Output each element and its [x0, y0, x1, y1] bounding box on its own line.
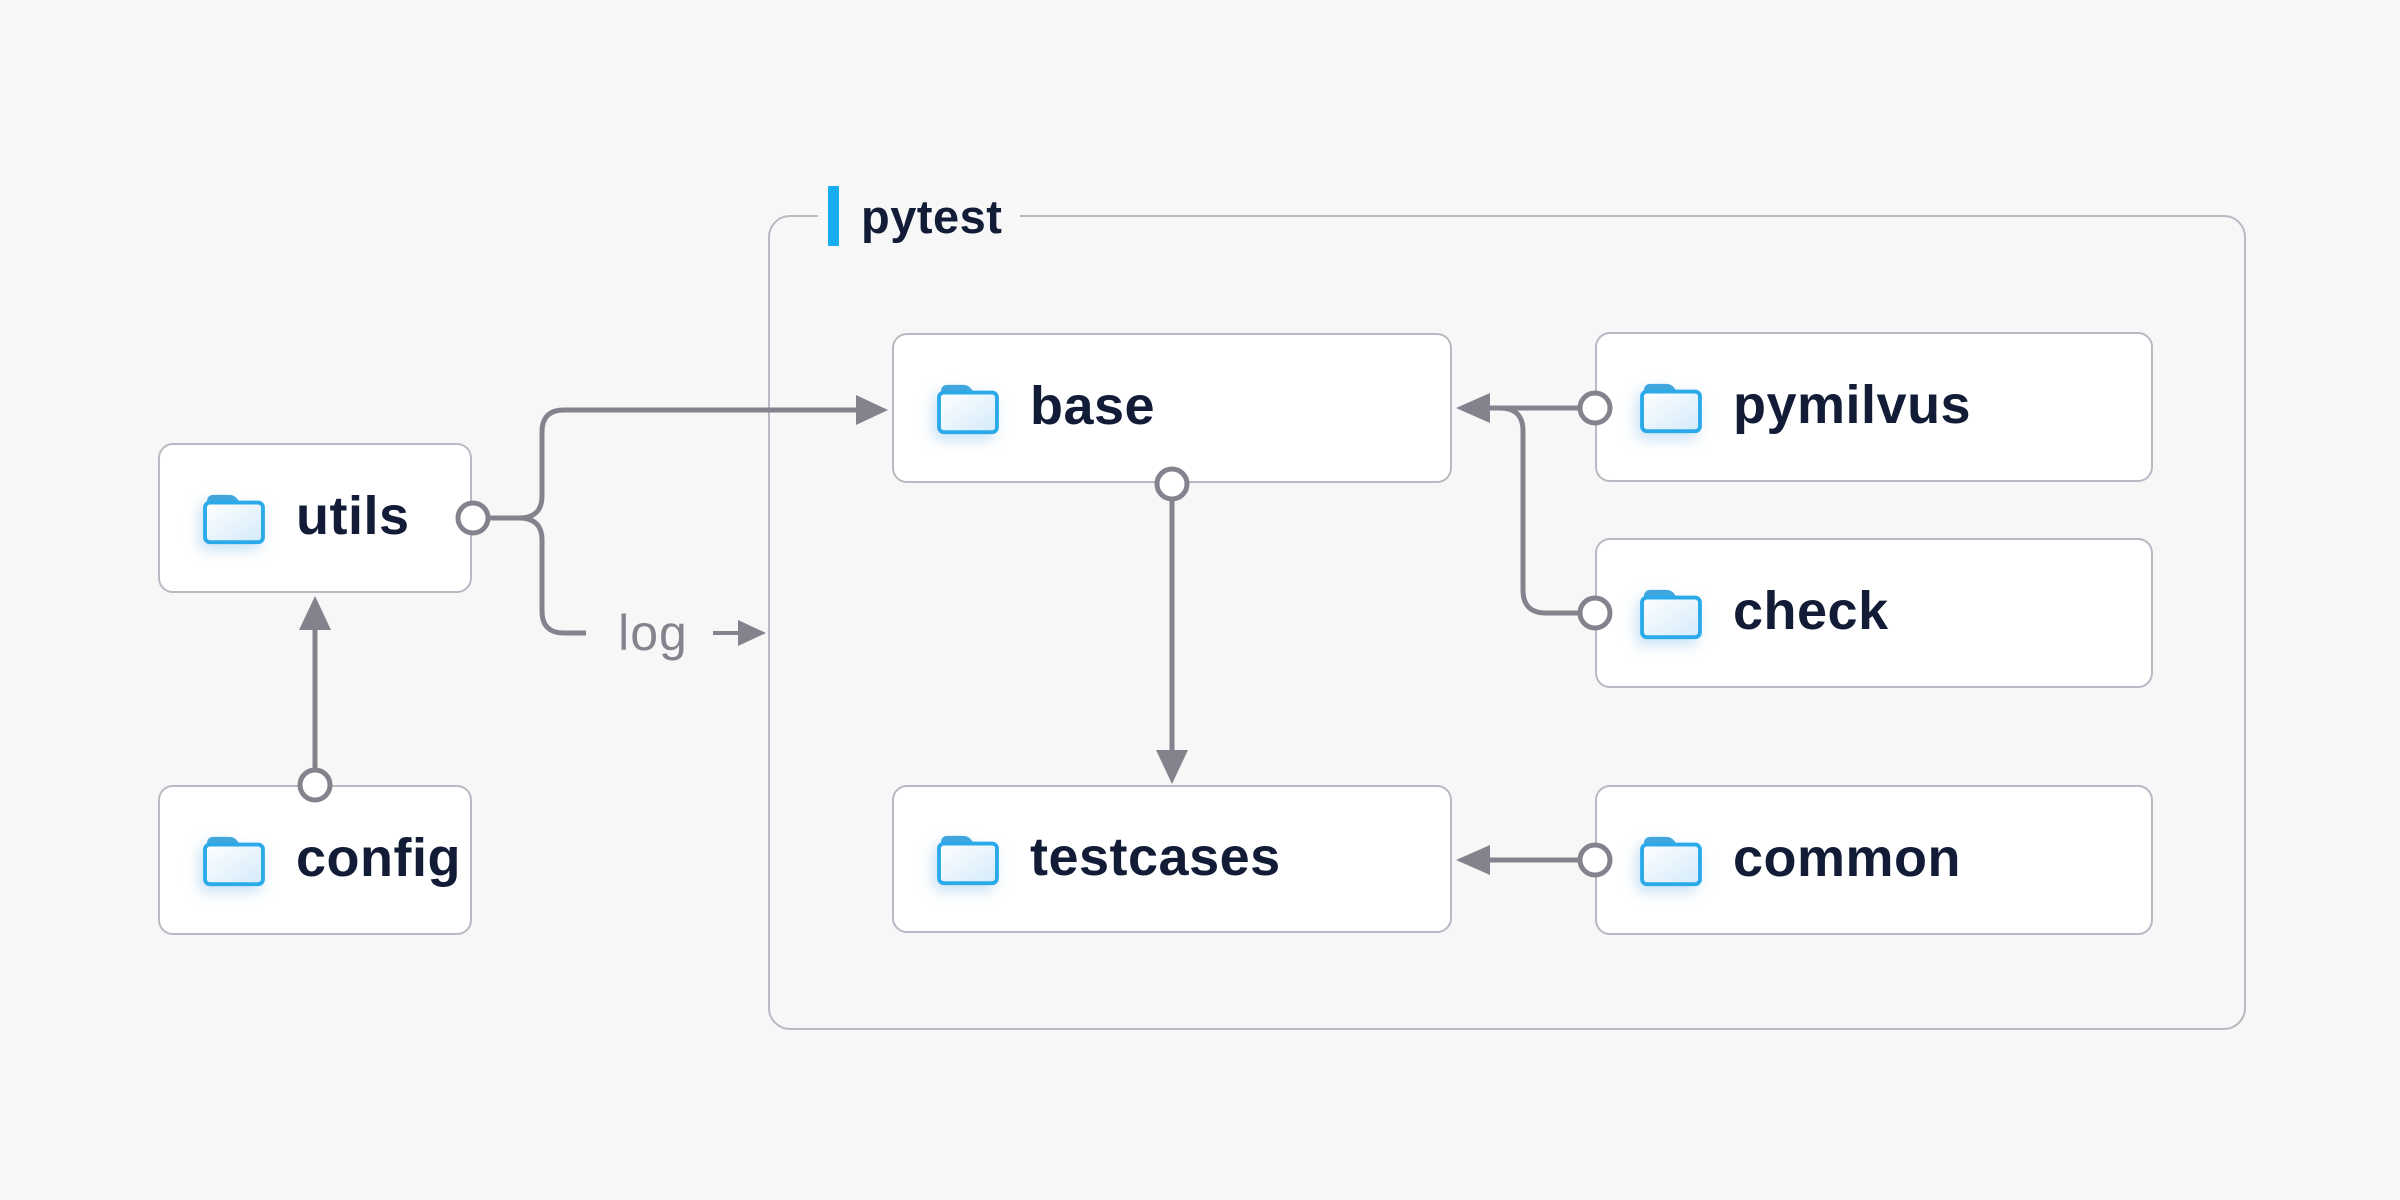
node-pymilvus-label: pymilvus	[1733, 375, 1972, 435]
node-config: config	[158, 785, 472, 935]
node-common: common	[1595, 785, 2153, 935]
node-config-label: config	[296, 828, 461, 888]
accent-bar	[828, 186, 839, 246]
node-testcases: testcases	[892, 785, 1452, 933]
node-pymilvus: pymilvus	[1595, 332, 2153, 482]
pytest-group-container	[768, 215, 2246, 1030]
arrowhead-config-to-utils	[299, 596, 331, 630]
node-check-label: check	[1733, 581, 1889, 641]
node-testcases-label: testcases	[1030, 827, 1281, 887]
node-base: base	[892, 333, 1452, 483]
folder-icon	[1640, 587, 1702, 640]
folder-icon	[937, 382, 999, 435]
node-check: check	[1595, 538, 2153, 688]
pytest-group-label: pytest	[818, 184, 1021, 248]
folder-icon	[937, 833, 999, 886]
arrowhead-log	[738, 620, 766, 646]
node-utils-label: utils	[296, 486, 410, 546]
node-utils: utils	[158, 443, 472, 593]
folder-icon	[1640, 834, 1702, 887]
folder-icon	[1640, 381, 1702, 434]
pytest-group-label-text: pytest	[861, 189, 1003, 243]
edge-label-log: log	[618, 605, 688, 661]
folder-icon	[203, 834, 265, 887]
node-base-label: base	[1030, 376, 1156, 436]
node-common-label: common	[1733, 828, 1962, 888]
folder-icon	[203, 492, 265, 545]
edge-utils-to-log	[518, 515, 586, 636]
